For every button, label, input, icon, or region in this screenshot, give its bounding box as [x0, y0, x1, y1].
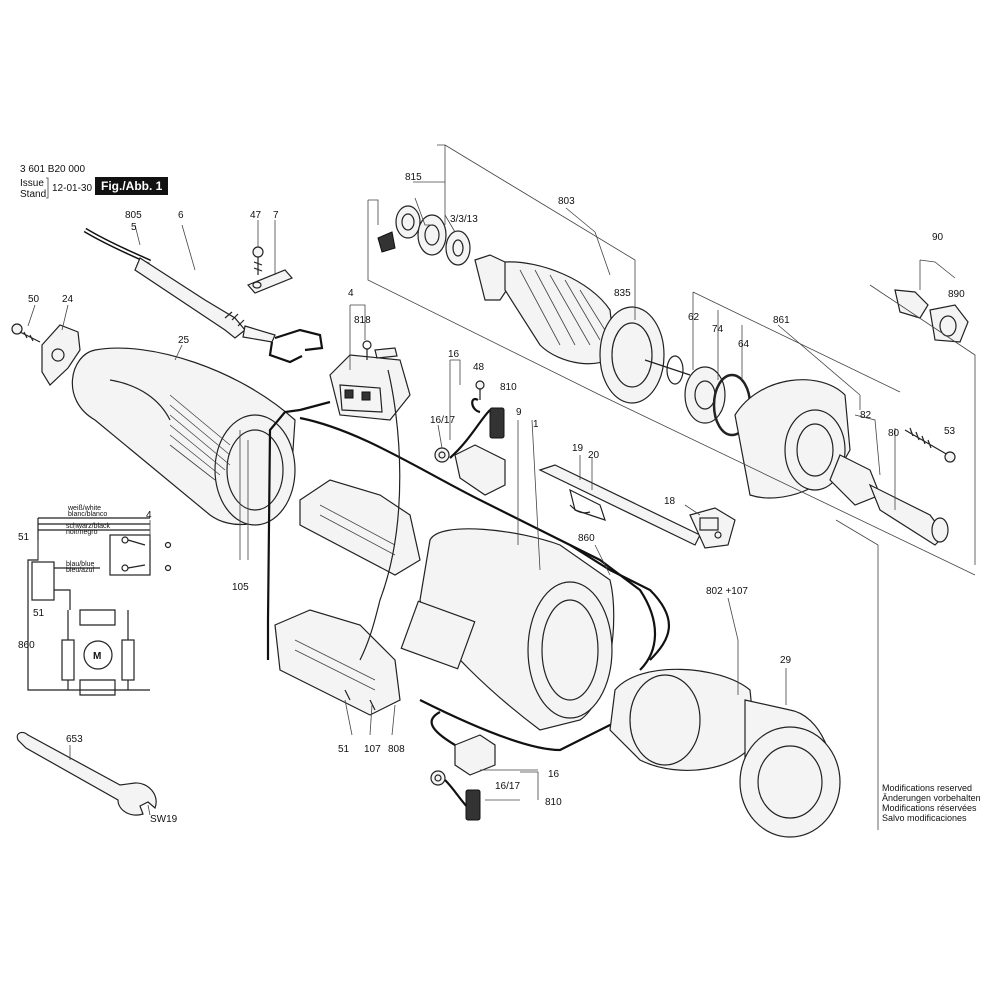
brush-holder-lower [430, 711, 496, 821]
screw-48 [475, 380, 485, 400]
wrench-653 [16, 731, 157, 816]
label-815: 815 [405, 172, 422, 183]
label-810-lower: 810 [545, 797, 562, 808]
label-860-schematic: 860 [18, 640, 35, 651]
issue-bracket [46, 177, 49, 199]
label-16-lower: 16 [548, 769, 560, 780]
bearing-set-62-74-64 [666, 355, 752, 437]
label-16-upper: 16 [448, 349, 460, 360]
label-47: 47 [250, 210, 262, 221]
label-802-107: 802 +107 [706, 586, 748, 597]
bracket-24 [41, 324, 81, 386]
wiring-schematic [27, 517, 172, 696]
power-cable [83, 227, 324, 364]
label-80: 80 [888, 428, 900, 439]
collet-90 [894, 289, 969, 343]
gear-housing-29 [609, 668, 841, 838]
wire-white-label: weiß/white [67, 505, 101, 512]
screw-47 [252, 246, 264, 275]
bearing-set-815 [377, 205, 471, 266]
wire-white-label-2: blanc/blanco [68, 511, 107, 518]
label-24: 24 [62, 294, 74, 305]
wire-blue-label: blau/blue [66, 561, 95, 568]
label-20: 20 [588, 450, 600, 461]
gear-head-861 [734, 379, 949, 546]
label-90: 90 [932, 232, 944, 243]
modifications-line-es: Salvo modificaciones [882, 813, 967, 823]
cable-860-upper [569, 544, 670, 661]
label-51-mid: 51 [33, 608, 45, 619]
label-53: 53 [944, 426, 956, 437]
label-105: 105 [232, 582, 249, 593]
label-1: 1 [533, 419, 539, 430]
leader-lines [27, 144, 976, 830]
doc-number: 3 601 B20 000 [20, 164, 86, 175]
label-25: 25 [178, 335, 190, 346]
stand-label: Stand [20, 189, 47, 200]
label-18: 18 [664, 496, 676, 507]
label-51-bottom: 51 [338, 744, 350, 755]
label-50: 50 [28, 294, 40, 305]
label-64: 64 [738, 339, 750, 350]
issue-date: 12-01-30 [52, 183, 93, 194]
label-19: 19 [572, 443, 584, 454]
label-860-upper: 860 [578, 533, 595, 544]
label-62: 62 [688, 312, 700, 323]
label-5: 5 [131, 222, 137, 233]
wrench-size-label: SW19 [150, 814, 178, 825]
label-29: 29 [780, 655, 792, 666]
label-808: 808 [388, 744, 405, 755]
label-48: 48 [473, 362, 485, 373]
label-861: 861 [773, 315, 790, 326]
wire-lower [419, 699, 621, 752]
label-107: 107 [364, 744, 381, 755]
switch-4 [329, 340, 411, 421]
motor-frame [274, 479, 421, 716]
label-810-upper: 810 [500, 382, 517, 393]
part-labels: 805 5 6 47 7 50 24 25 4 818 16 48 810 16… [18, 172, 965, 808]
modifications-line-en: Modifications reserved [882, 783, 973, 793]
label-6: 6 [178, 210, 184, 221]
label-7: 7 [273, 210, 279, 221]
part-18 [689, 507, 736, 549]
wire-main [266, 400, 331, 660]
screw-53 [904, 427, 956, 463]
motor-symbol: M [93, 651, 101, 662]
label-805: 805 [125, 210, 142, 221]
housing-cap-25 [71, 347, 296, 526]
wire-black-label-2: noir/negro [66, 529, 98, 536]
label-653: 653 [66, 734, 83, 745]
label-818: 818 [354, 315, 371, 326]
brush-holder-upper [434, 397, 506, 496]
issue-label: Issue [20, 178, 44, 189]
lever-19-20 [538, 464, 701, 546]
screw-50 [11, 323, 41, 343]
label-3-3-13: 3/3/13 [450, 214, 478, 225]
label-82: 82 [860, 410, 872, 421]
wire-black-label: schwarz/black [66, 523, 110, 530]
label-835: 835 [614, 288, 631, 299]
label-51-top: 51 [18, 532, 30, 543]
label-890: 890 [948, 289, 965, 300]
armature-803 [474, 254, 691, 404]
label-9: 9 [516, 407, 522, 418]
modifications-line-fr: Modifications réservées [882, 803, 977, 813]
wiring-labels: weiß/white blanc/blanco schwarz/black no… [66, 505, 178, 825]
motor-housing-1 [400, 528, 615, 731]
figure-badge: Fig./Abb. 1 [95, 177, 169, 195]
label-4-schematic: 4 [146, 510, 152, 521]
modifications-line-de: Änderungen vorbehalten [882, 793, 981, 803]
label-16-17-upper: 16/17 [430, 415, 455, 426]
label-4: 4 [348, 288, 354, 299]
wire-818 [359, 369, 401, 661]
label-16-17-lower: 16/17 [495, 781, 520, 792]
wire-blue-label-2: bleu/azul [66, 567, 94, 574]
cable-clamp-7 [246, 269, 294, 294]
label-74: 74 [712, 324, 724, 335]
wire-860 [299, 416, 657, 671]
modifications-note: Modifications reserved Änderungen vorbeh… [882, 783, 981, 823]
label-803: 803 [558, 196, 575, 207]
